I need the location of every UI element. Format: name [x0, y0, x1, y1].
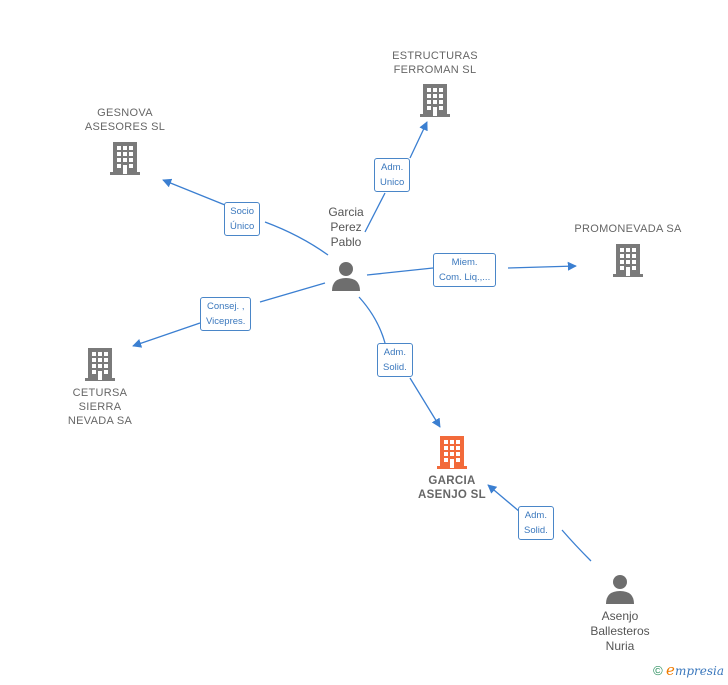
person-icon	[606, 575, 634, 604]
company-node-estructuras-ferroman[interactable]: ESTRUCTURAS FERROMAN SL	[375, 49, 495, 118]
edge-to-cetursa	[133, 282, 326, 346]
building-icon	[420, 84, 450, 117]
edge-from-asenjo	[488, 485, 592, 562]
company-node-garcia-asenjo-main[interactable]: GARCIA ASENJO SL	[392, 434, 512, 502]
company-name-line: NEVADA SA	[67, 415, 133, 427]
company-node-gesnova-asesores[interactable]: GESNOVA ASESORES SL	[65, 106, 185, 176]
person-node-garcia-perez-pablo[interactable]: Garcia Perez Pablo	[306, 205, 386, 292]
person-name-line: Asenjo	[601, 609, 639, 623]
logo-e: e	[666, 661, 675, 679]
person-node-asenjo-ballesteros-nuria[interactable]: Asenjo Ballesteros Nuria	[580, 573, 660, 654]
edge-to-gesnova	[163, 180, 329, 256]
company-name-line: FERROMAN SL	[393, 64, 477, 76]
company-name-line: ASESORES SL	[84, 121, 166, 133]
person-name-line: Perez	[330, 220, 362, 234]
company-name-line: ESTRUCTURAS	[392, 50, 478, 62]
relation-label-socio-unico[interactable]: Socio Único	[224, 202, 261, 236]
person-name-line: Nuria	[605, 639, 635, 653]
building-icon	[613, 244, 643, 277]
company-name-line: GARCIA	[428, 475, 476, 487]
company-name-line: SIERRA	[78, 401, 122, 413]
person-name-line: Garcia	[328, 205, 364, 219]
person-name-line: Ballesteros	[590, 624, 650, 638]
company-name-line: ASENJO SL	[418, 489, 486, 501]
person-icon	[332, 262, 360, 291]
company-name-line: CETURSA	[72, 387, 128, 399]
person-name-line: Pablo	[330, 235, 362, 249]
edge-to-garcia-asenjo	[358, 296, 440, 427]
edge-to-promonevada	[366, 266, 576, 276]
logo-text: mpresia	[674, 664, 724, 678]
company-node-promonevada[interactable]: PROMONEVADA SA	[568, 222, 688, 278]
empresia-logo: © empresia	[653, 661, 724, 679]
relation-label-adm-solid[interactable]: Adm. Solid.	[518, 506, 554, 540]
copyright-symbol: ©	[653, 663, 663, 678]
company-node-cetursa[interactable]: CETURSA SIERRA NEVADA SA	[40, 346, 160, 428]
building-icon	[110, 142, 140, 175]
relation-label-consej-vicepres[interactable]: Consej. , Vicepres.	[200, 297, 252, 331]
edge-to-estructuras	[364, 122, 427, 233]
relation-label-adm-solid[interactable]: Adm. Solid.	[377, 343, 413, 377]
company-name-line: GESNOVA	[97, 107, 153, 119]
relation-label-miem-com-liq[interactable]: Miem. Com. Liq.,...	[433, 253, 497, 287]
company-name-line: PROMONEVADA SA	[574, 223, 682, 235]
building-icon-highlighted	[437, 436, 467, 469]
relation-label-adm-unico[interactable]: Adm. Unico	[374, 158, 411, 192]
building-icon	[85, 348, 115, 381]
